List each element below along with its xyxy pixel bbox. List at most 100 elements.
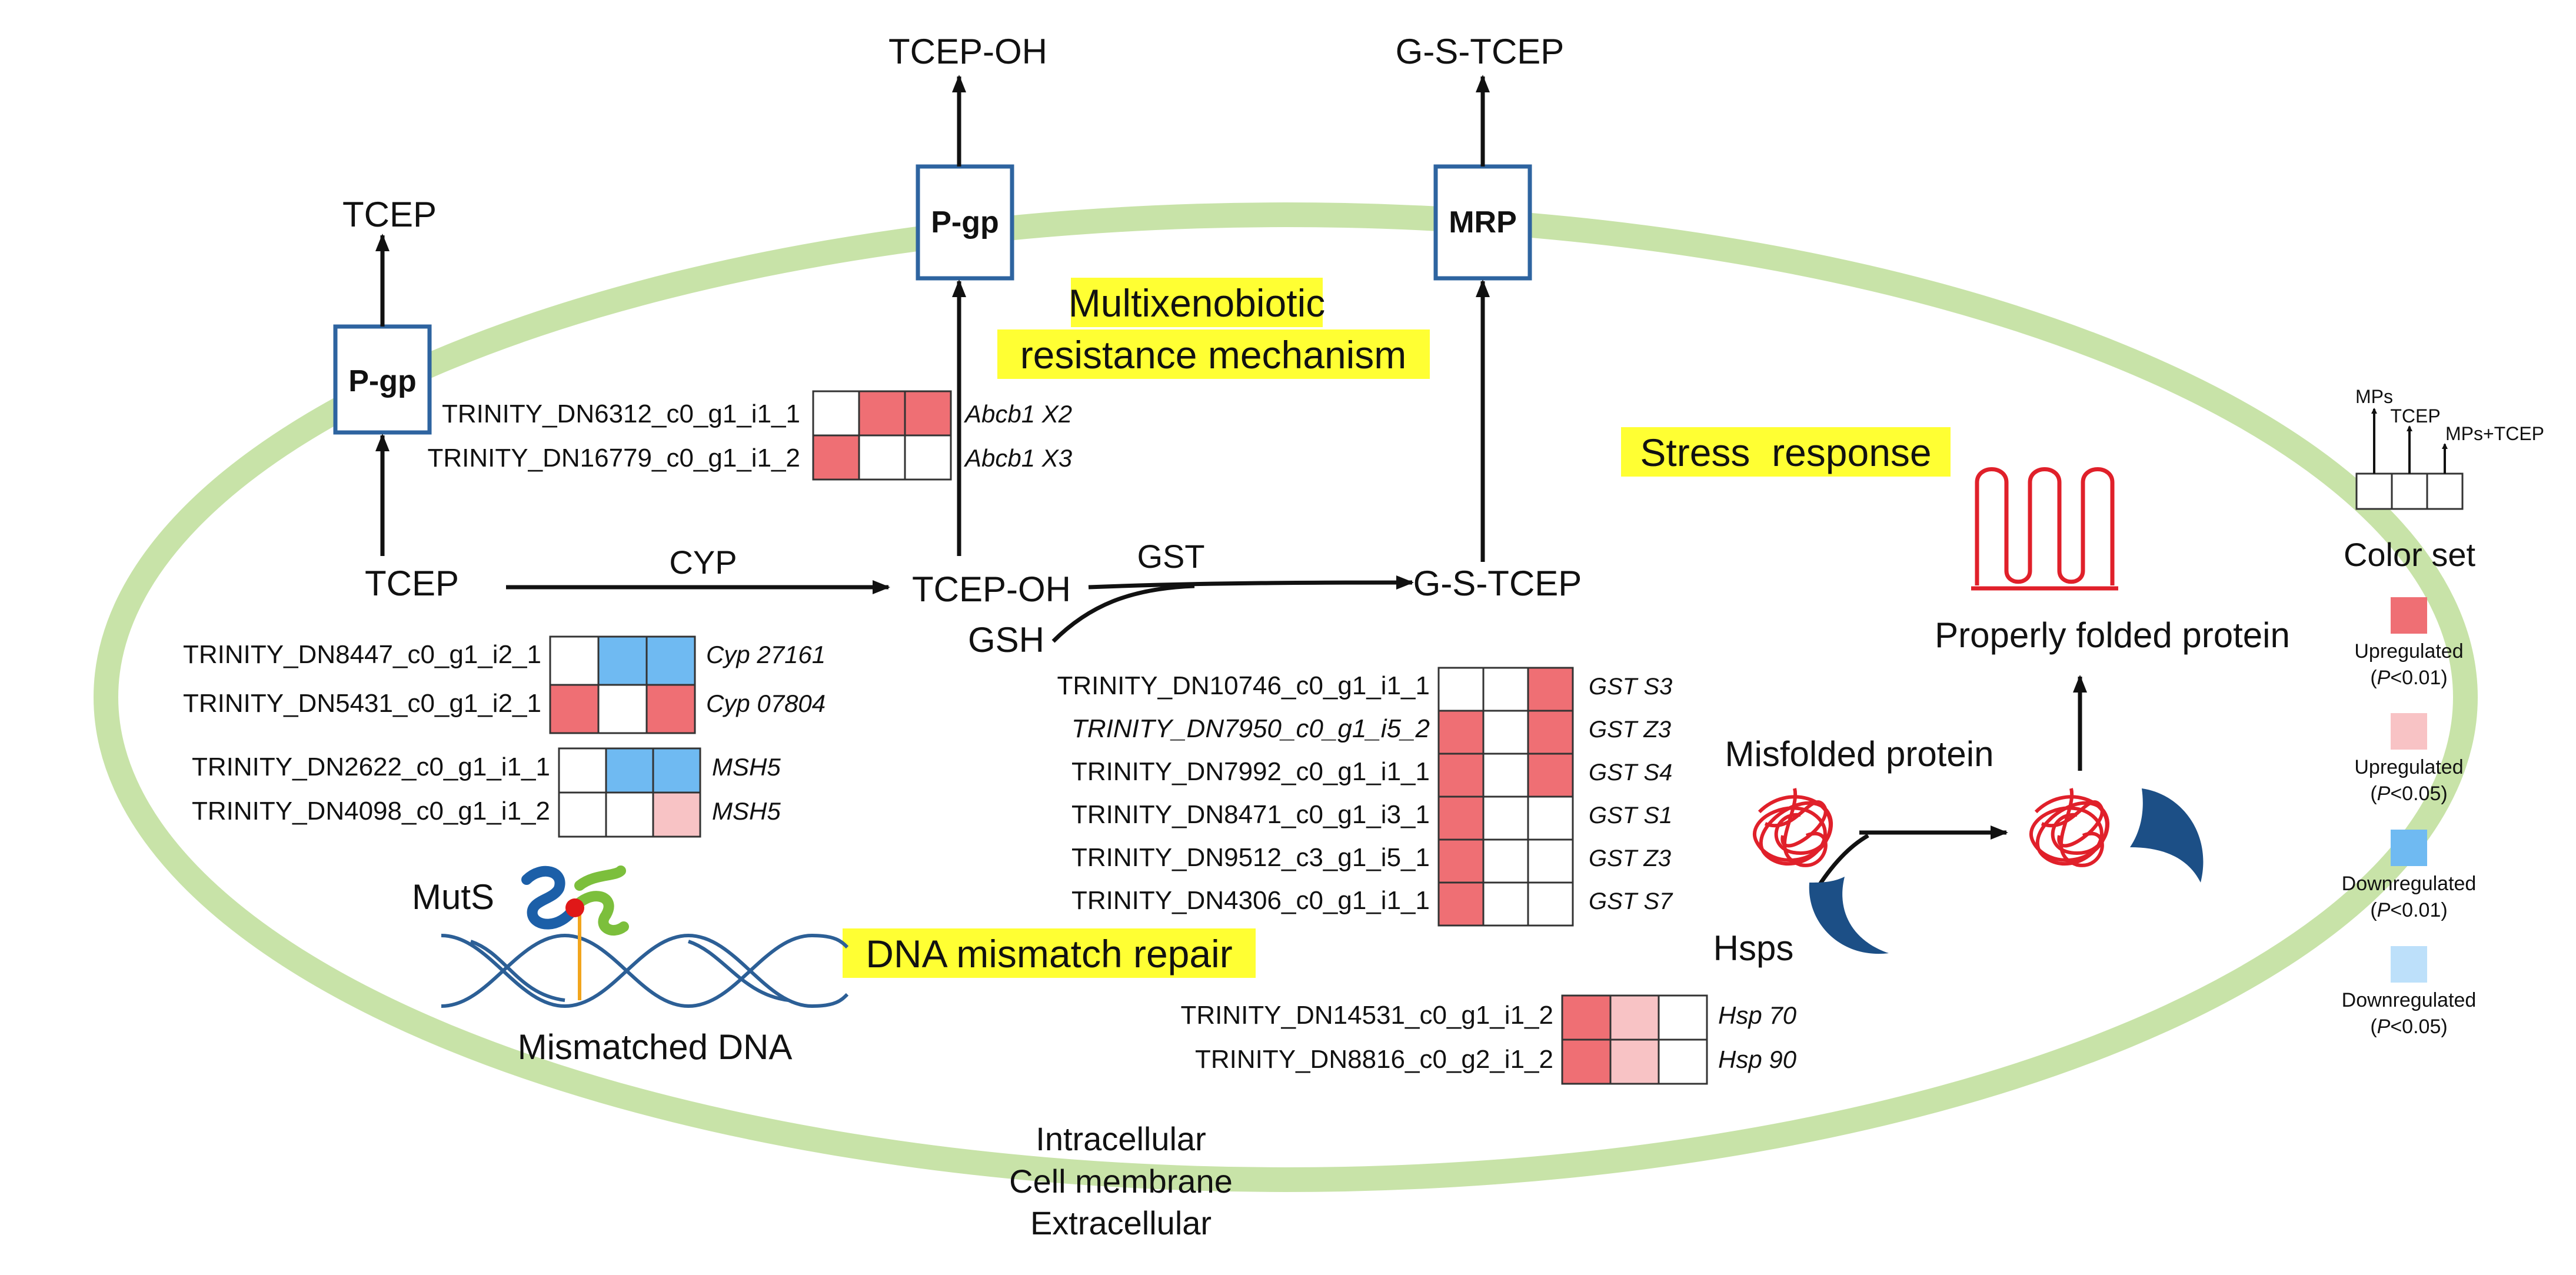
gene-id: TRINITY_DN10746_c0_g1_i1_1 <box>1057 671 1430 700</box>
gene-abbr: MSH5 <box>712 753 781 781</box>
heat-cell <box>1658 994 1708 1041</box>
heat-cell <box>812 390 860 437</box>
heat-cell <box>1482 710 1529 755</box>
dna-repair-title: DNA mismatch repair <box>866 932 1233 976</box>
heat-cell <box>558 791 607 838</box>
legend-pvalue: (P<0.01) <box>2370 667 2447 689</box>
heat-cell <box>1437 753 1485 798</box>
gstcep-extracellular: G-S-TCEP <box>1396 32 1565 71</box>
heat-cell <box>1437 881 1485 927</box>
heat-cell <box>1437 838 1485 884</box>
heat-cell <box>605 791 654 838</box>
heat-cell <box>1527 667 1574 712</box>
heat-cell <box>652 791 701 838</box>
heat-cell <box>645 684 696 734</box>
mismatched-dna-label: Mismatched DNA <box>518 1027 793 1067</box>
hsp-chaperone-icon <box>1809 877 1889 954</box>
heat-cell <box>1437 667 1485 712</box>
arrow-gst-reaction <box>1088 575 1414 590</box>
mrp-label: MRP <box>1449 205 1517 239</box>
gene-id: TRINITY_DN9512_c3_g1_i5_1 <box>1071 843 1430 872</box>
heatmap-msh: TRINITY_DN2622_c0_g1_i1_1 TRINITY_DN4098… <box>192 747 781 838</box>
arrow-gsh-conjugation <box>1051 584 1195 643</box>
gene-id: TRINITY_DN7950_c0_g1_i5_2 <box>1071 714 1430 743</box>
gene-id: TRINITY_DN8447_c0_g1_i2_1 <box>183 640 541 669</box>
legend-pvalue: (P<0.05) <box>2370 783 2447 805</box>
misfolded-label: Misfolded protein <box>1725 734 1994 774</box>
gene-id: TRINITY_DN7992_c0_g1_i1_1 <box>1071 757 1430 786</box>
legend-col-mps: MPs <box>2355 386 2393 407</box>
legend-col-tcep: TCEP <box>2390 405 2440 427</box>
heat-cell <box>1437 710 1485 755</box>
legend-pvalue: (P<0.05) <box>2370 1016 2447 1038</box>
heatmap-gst: TRINITY_DN10746_c0_g1_i1_1 TRINITY_DN795… <box>1057 667 1673 927</box>
heat-cell <box>1482 753 1529 798</box>
misfolded-protein-bound-icon <box>2029 788 2110 867</box>
properly-folded-protein-icon <box>1971 467 2118 591</box>
heat-cell <box>1658 1038 1708 1085</box>
heat-cell <box>1609 1038 1660 1085</box>
tcep-extracellular: TCEP <box>342 195 437 234</box>
hsps-label: Hsps <box>1713 928 1794 968</box>
gene-id: TRINITY_DN16779_c0_g1_i1_2 <box>428 444 801 472</box>
gene-abbr: Abcb1 X3 <box>963 444 1072 472</box>
heatmap-hsp: TRINITY_DN14531_c0_g1_i1_2 TRINITY_DN881… <box>1181 994 1797 1085</box>
legend-title: Color set <box>2344 536 2476 573</box>
intracellular-label: Intracellular <box>1036 1120 1206 1157</box>
heat-cell <box>812 434 860 481</box>
cyp-enzyme-label: CYP <box>669 544 737 581</box>
gene-abbr: GST S3 <box>1589 674 1672 700</box>
heat-cell <box>652 747 701 794</box>
pgp-mid-transporter: P-gp <box>916 164 1014 281</box>
gene-abbr: GST S7 <box>1589 888 1673 914</box>
gstcep-intracellular: G-S-TCEP <box>1413 564 1582 603</box>
gene-abbr: Cyp 07804 <box>706 690 826 717</box>
pgp-left-transporter: P-gp <box>333 324 432 435</box>
gene-id: TRINITY_DN2622_c0_g1_i1_1 <box>192 753 550 781</box>
tcep-intracellular: TCEP <box>365 564 459 603</box>
heat-cell <box>858 434 906 481</box>
tcep-oh-intracellular: TCEP-OH <box>912 570 1071 609</box>
heat-cell <box>1482 667 1529 712</box>
heat-cell <box>1527 795 1574 841</box>
gene-id: TRINITY_DN14531_c0_g1_i1_2 <box>1181 1001 1554 1030</box>
tcep-oh-extracellular: TCEP-OH <box>888 32 1047 71</box>
muts-protein-icon <box>521 865 629 936</box>
heat-cell <box>1609 994 1660 1041</box>
heat-cell <box>1482 881 1529 927</box>
gene-abbr: Cyp 27161 <box>706 641 826 668</box>
heat-cell <box>1561 1038 1612 1085</box>
legend-label: Downregulated <box>2342 989 2477 1011</box>
gst-enzyme-label: GST <box>1137 538 1204 575</box>
properly-folded-label: Properly folded protein <box>1935 615 2290 655</box>
legend-swatch-upregulated-weak <box>2391 713 2427 750</box>
gene-abbr: GST Z3 <box>1589 845 1671 871</box>
heat-cell <box>549 684 600 734</box>
heat-cell <box>597 684 648 734</box>
pgp-mid-label: P-gp <box>931 205 999 239</box>
gene-abbr: GST S4 <box>1589 760 1672 785</box>
stress-response-title: Stress response <box>1640 431 1931 474</box>
heat-cell <box>558 747 607 794</box>
legend-column-key: MPs TCEP MPs+TCEP <box>2355 386 2544 510</box>
gene-id: TRINITY_DN5431_c0_g1_i2_1 <box>183 689 541 718</box>
multixenobiotic-title-line1: Multixenobiotic <box>1069 281 1326 325</box>
cell-membrane-label: Cell membrane <box>1009 1163 1233 1200</box>
legend-swatch-upregulated-strong <box>2391 597 2427 634</box>
heat-cell <box>904 390 952 437</box>
gene-id: TRINITY_DN4098_c0_g1_i1_2 <box>192 797 550 825</box>
heat-cell <box>904 434 952 481</box>
heat-cell <box>1527 753 1574 798</box>
heat-cell <box>1527 838 1574 884</box>
multixenobiotic-title-line2: resistance mechanism <box>1020 333 1407 377</box>
legend-swatch-downregulated-weak <box>2391 946 2427 983</box>
legend: MPs TCEP MPs+TCEP Color set Upregulated … <box>2342 386 2544 1038</box>
dna-helix-illustration <box>441 933 849 1008</box>
heat-cell <box>1527 881 1574 927</box>
heat-cell <box>1482 838 1529 884</box>
legend-label: Upregulated <box>2354 756 2463 778</box>
heatmap-abcb1: TRINITY_DN6312_c0_g1_i1_1 TRINITY_DN1677… <box>428 390 1072 481</box>
muts-label: MutS <box>412 877 494 917</box>
